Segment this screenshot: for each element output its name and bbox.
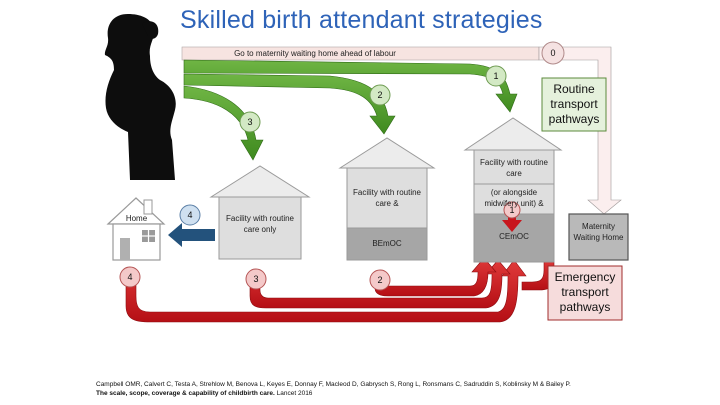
citation-journal: Lancet 2016: [276, 390, 313, 397]
banner-text: Go to maternity waiting home ahead of la…: [234, 49, 396, 58]
bemoc-level-label: BEmOC: [372, 239, 402, 248]
routine-marker-4: 4: [179, 204, 201, 226]
emergency-callout-box: [547, 265, 623, 321]
red-arrow-from-home: [125, 259, 527, 323]
emergency-marker-3-text: 3: [253, 274, 258, 284]
routine-marker-1: 1: [485, 65, 507, 87]
red-arrow-from-bemoc: [374, 257, 497, 297]
red-down-arrow-icon: [502, 214, 522, 232]
home-house-icon: [106, 197, 166, 261]
routine-marker-0-text: 0: [550, 48, 555, 58]
cemoc-sublabel: (or alongside midwifery unit) &: [484, 188, 544, 208]
routine-marker-3: 3: [239, 111, 261, 133]
emergency-marker-3: 3: [245, 268, 267, 290]
citation-authors: Campbell OMR, Calvert C, Testa A, Strehl…: [96, 381, 571, 388]
cemoc-facility-label: Facility with routine care: [479, 158, 549, 178]
maternity-waiting-home-box: [568, 213, 629, 261]
pregnant-woman-icon: [104, 14, 176, 180]
basic-facility-label: Facility with routine care only: [225, 214, 295, 234]
page-title: Skilled birth attendant strategies: [180, 6, 543, 34]
routine-marker-3-text: 3: [247, 117, 252, 127]
emergency-marker-4: 4: [119, 266, 141, 288]
routine-callout-box: [541, 77, 607, 132]
routine-marker-2-text: 2: [377, 90, 382, 100]
emergency-marker-4-text: 4: [127, 272, 132, 282]
citation-reference: The scale, scope, coverage & capability …: [96, 389, 571, 398]
citation-article: The scale, scope, coverage & capability …: [96, 390, 275, 397]
bemoc-facility-label: Facility with routine care &: [352, 188, 422, 208]
navy-arrow-to-home: [168, 223, 215, 247]
green-arrow-to-bemoc: [183, 73, 396, 135]
emergency-marker-1-text: 1: [509, 205, 514, 215]
citation: Campbell OMR, Calvert C, Testa A, Strehl…: [96, 380, 571, 398]
routine-marker-4-text: 4: [187, 210, 192, 220]
bemoc-facility-building: [338, 137, 436, 261]
routine-marker-2: 2: [369, 84, 391, 106]
routine-marker-0: 0: [541, 41, 565, 65]
routine-pathways-label: Routine transport pathways: [548, 82, 600, 126]
basic-facility-building: [209, 165, 311, 260]
cemoc-level-label: CEmOC: [499, 232, 529, 241]
emergency-marker-2: 2: [369, 269, 391, 291]
routine-marker-1-text: 1: [493, 71, 498, 81]
emergency-marker-1: 1: [503, 201, 521, 219]
maternity-home-label: Maternity Waiting Home: [573, 222, 624, 242]
emergency-pathways-label: Emergency transport pathways: [554, 270, 616, 314]
green-arrow-to-basic-facility: [183, 85, 264, 161]
home-label: Home: [125, 214, 148, 223]
emergency-marker-2-text: 2: [377, 275, 382, 285]
